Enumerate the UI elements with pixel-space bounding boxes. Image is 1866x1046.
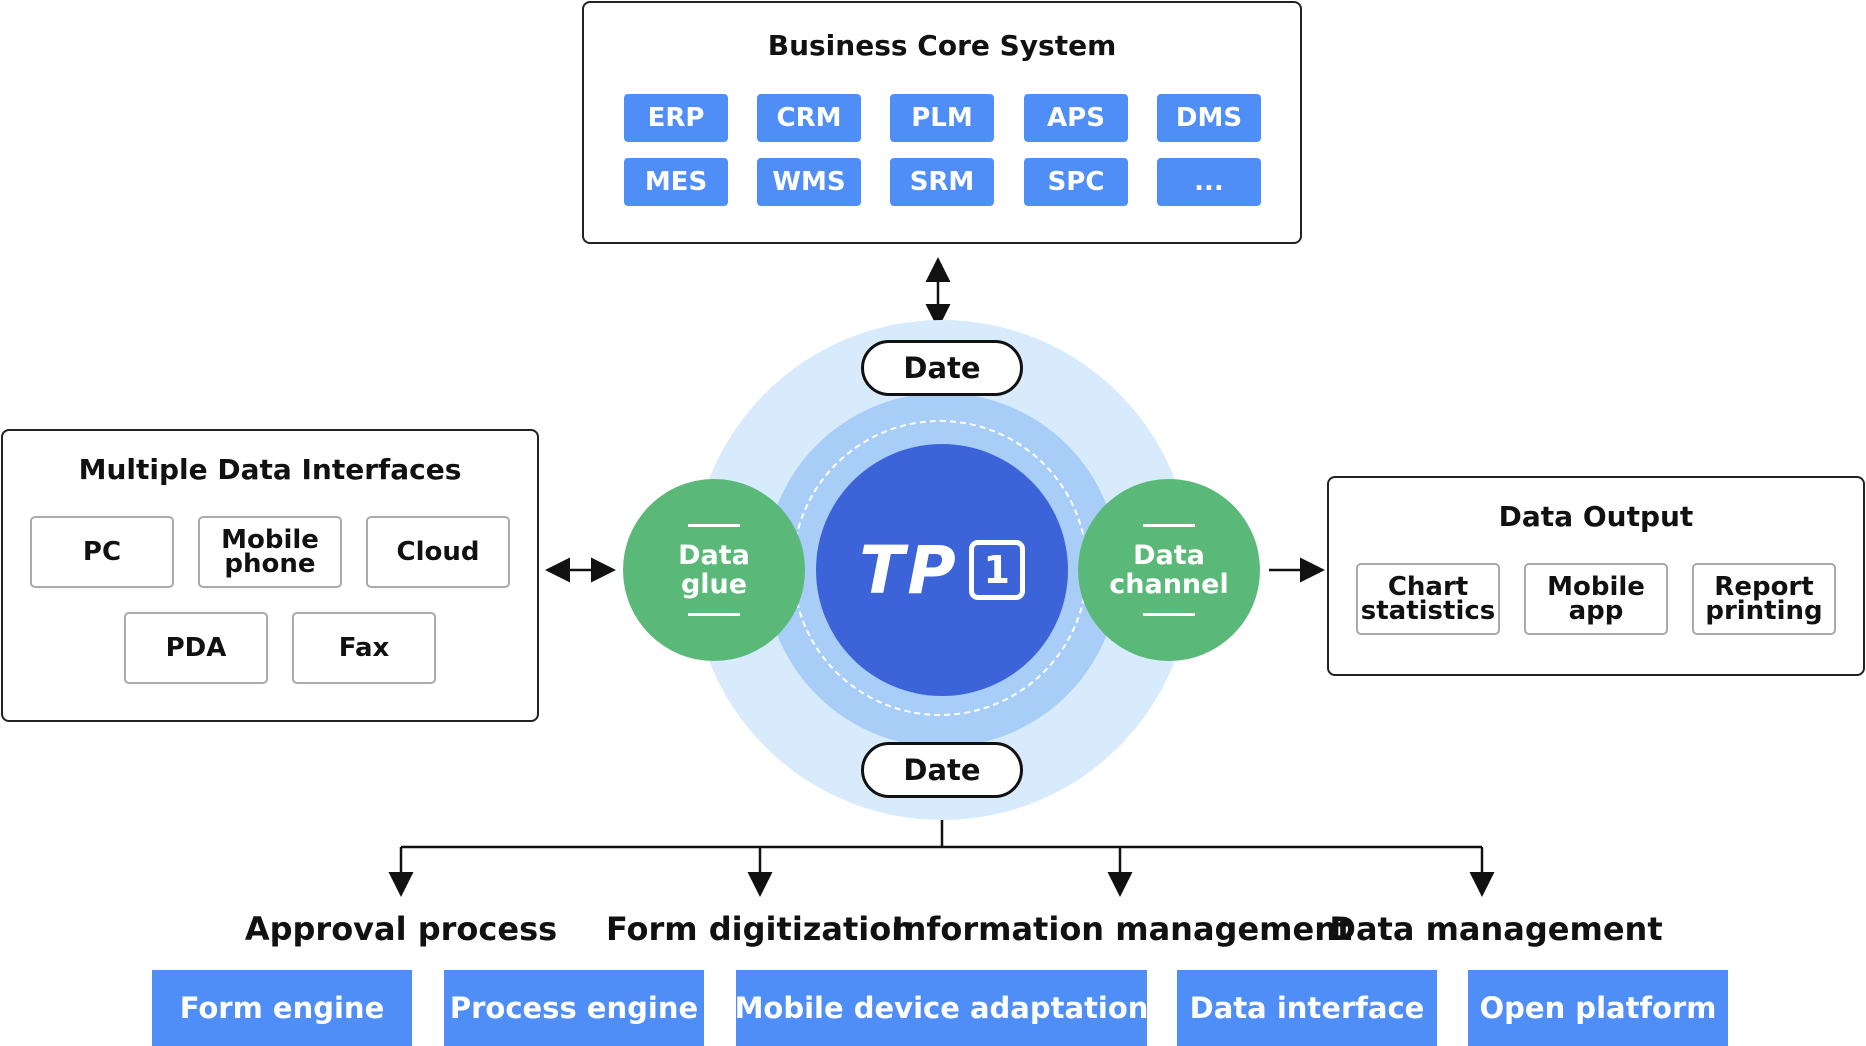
feature-mobile-device-adaptation[interactable]: Mobile device adaptation <box>735 970 1148 1046</box>
data-interfaces-panel: Multiple Data Interfaces PC Mobile phone… <box>1 429 539 722</box>
node-bar-top <box>1143 524 1195 527</box>
chip-crm[interactable]: CRM <box>757 94 861 142</box>
interface-mobile-phone[interactable]: Mobile phone <box>198 516 342 588</box>
category-approval-process: Approval process <box>244 910 558 948</box>
feature-process-engine[interactable]: Process engine <box>444 970 704 1046</box>
chip-mes[interactable]: MES <box>624 158 728 206</box>
data-glue-label: Data glue <box>678 540 750 600</box>
data-output-title: Data Output <box>1498 500 1694 533</box>
tp1-logo: TP 1 <box>859 531 1025 609</box>
node-data-glue: Data glue <box>623 479 805 661</box>
chip-spc[interactable]: SPC <box>1024 158 1128 206</box>
interface-cloud[interactable]: Cloud <box>366 516 510 588</box>
data-interfaces-title: Multiple Data Interfaces <box>78 453 462 486</box>
business-core-panel: Business Core System ERP CRM PLM APS DMS… <box>582 1 1302 244</box>
interface-pc[interactable]: PC <box>30 516 174 588</box>
feature-data-interface[interactable]: Data interface <box>1177 970 1437 1046</box>
output-mobile-app[interactable]: Mobile app <box>1524 563 1668 635</box>
output-report-printing[interactable]: Report printing <box>1692 563 1836 635</box>
interface-fax[interactable]: Fax <box>292 612 436 684</box>
chip-dms[interactable]: DMS <box>1157 94 1261 142</box>
business-core-title: Business Core System <box>767 29 1117 62</box>
interface-pda[interactable]: PDA <box>124 612 268 684</box>
feature-form-engine[interactable]: Form engine <box>152 970 412 1046</box>
bottom-date-pill: Date <box>861 742 1023 798</box>
chip-plm[interactable]: PLM <box>890 94 994 142</box>
chip-erp[interactable]: ERP <box>624 94 728 142</box>
chip-more[interactable]: ... <box>1157 158 1261 206</box>
node-bar-bottom <box>1143 613 1195 616</box>
logo-text: TP <box>859 531 959 609</box>
node-data-channel: Data channel <box>1078 479 1260 661</box>
chip-wms[interactable]: WMS <box>757 158 861 206</box>
data-channel-label: Data channel <box>1109 540 1229 600</box>
top-date-pill: Date <box>861 340 1023 396</box>
category-information-management: Information management <box>891 910 1353 948</box>
chip-srm[interactable]: SRM <box>890 158 994 206</box>
data-output-panel: Data Output Chart statistics Mobile app … <box>1327 476 1865 676</box>
category-data-management: Data management <box>1329 910 1663 948</box>
logo-badge: 1 <box>968 540 1025 600</box>
node-bar-top <box>688 524 740 527</box>
node-bar-bottom <box>688 613 740 616</box>
category-form-digitization: Form digitization <box>605 910 915 948</box>
chip-aps[interactable]: APS <box>1024 94 1128 142</box>
hub-core: TP 1 <box>816 444 1068 696</box>
feature-open-platform[interactable]: Open platform <box>1468 970 1728 1046</box>
output-chart-statistics[interactable]: Chart statistics <box>1356 563 1500 635</box>
